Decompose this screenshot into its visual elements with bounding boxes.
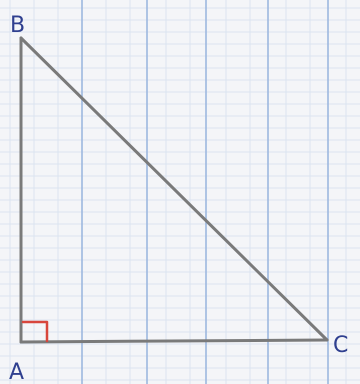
vertex-label-a: A	[9, 360, 24, 384]
side-bc	[19, 36, 329, 342]
minor-horizontal-lines	[0, 7, 360, 381]
side-ac	[19, 338, 329, 344]
vertex-label-b: B	[10, 13, 25, 38]
triangle-abc	[19, 36, 329, 344]
major-grid	[81, 0, 329, 384]
vertex-label-c: C	[333, 333, 348, 358]
right-angle-mark-icon	[21, 320, 49, 343]
minor-vertical-lines	[9, 0, 347, 384]
